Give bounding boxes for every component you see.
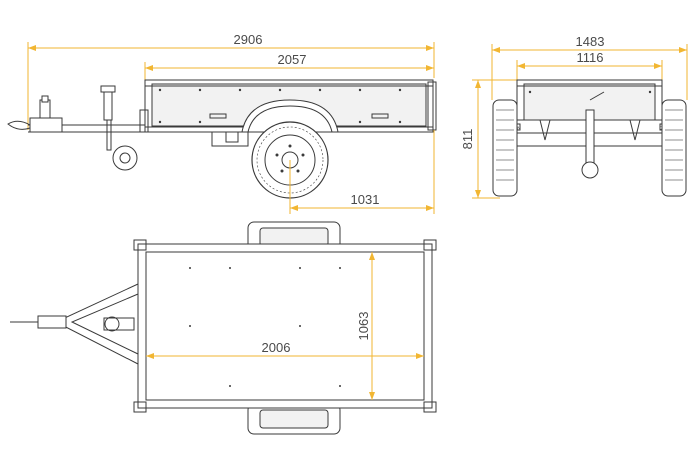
dimension-box-width-front: 1116 [516, 50, 663, 82]
dimension-label-overall-height: 811 [460, 129, 475, 150]
dimension-label-box-length-top: 2006 [262, 340, 291, 355]
dimension-overall-length: 2906 [27, 32, 435, 130]
dimension-label-box-width-front: 1116 [577, 50, 604, 65]
top-view: 1063 2006 [10, 221, 437, 435]
rear-view: 1483 1116 811 GARDEN GARD [460, 34, 688, 199]
rear-wheel-right [661, 99, 687, 197]
dimension-box-length-top: 2006 [146, 340, 424, 359]
dimension-label-overall-width: 1483 [576, 34, 605, 49]
rear-jockey-post [585, 109, 595, 167]
dimension-box-width-top: 1063 [356, 252, 375, 400]
side-rivets [158, 88, 402, 124]
jockey-wheel-side [100, 85, 138, 171]
dimension-axle-to-rear: 1031 [289, 130, 435, 214]
dimension-label-axle-to-rear: 1031 [351, 192, 380, 207]
rear-wheel-left [492, 99, 518, 197]
drawbar-side [7, 95, 145, 133]
dimension-label-overall-length: 2906 [234, 32, 263, 47]
rear-corner-post [427, 81, 437, 131]
cargo-floor [145, 251, 425, 401]
axle-bracket [211, 131, 249, 147]
side-view: 2906 2057 [7, 32, 437, 214]
dimension-label-box-width-top: 1063 [356, 312, 371, 341]
mudguard [241, 99, 339, 133]
drawbar-top [10, 283, 139, 365]
dimension-overall-width: 1483 [491, 34, 688, 100]
top-wheel-lower [247, 403, 341, 435]
dimension-overall-height: 811 [460, 79, 520, 199]
floor-bolts [189, 267, 341, 387]
dimension-label-box-length: 2057 [278, 52, 307, 67]
dimension-box-length: 2057 [144, 52, 434, 82]
